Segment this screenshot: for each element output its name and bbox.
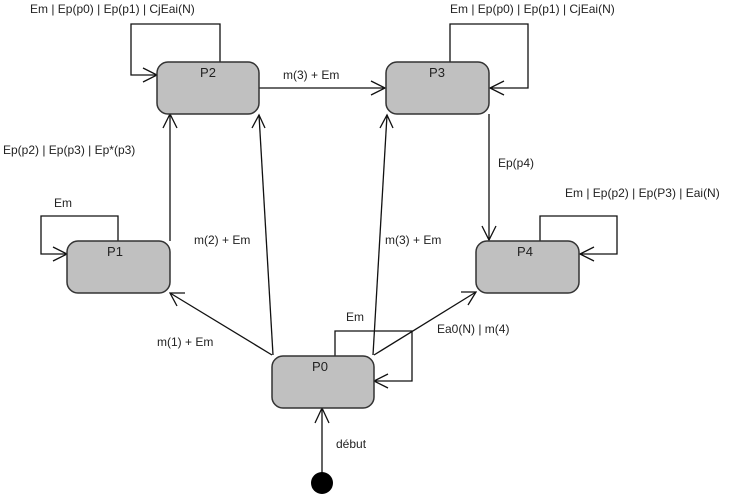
transition-p2-p3 (259, 80, 387, 96)
label-p3-p4: Ep(p4) (498, 156, 534, 170)
label-p1-self: Em (54, 196, 72, 210)
label-p3-self: Em | Ep(p0) | Ep(p1) | CjEai(N) (450, 2, 615, 16)
label-p4-self: Em | Ep(p2) | Ep(P3) | Eai(N) (565, 186, 720, 200)
state-label: P4 (517, 244, 533, 259)
transition-p0-p3 (372, 113, 394, 356)
label-start: début (336, 437, 367, 451)
transition-p0-p1 (168, 292, 273, 356)
state-label: P0 (312, 359, 328, 374)
self-loop-p3 (449, 23, 529, 96)
state-p0[interactable]: P0 (271, 355, 375, 409)
transition-p1-p2 (162, 112, 178, 241)
state-p1[interactable]: P1 (66, 240, 171, 294)
state-p4[interactable]: P4 (475, 240, 580, 294)
transition-p3-p4 (481, 114, 497, 242)
label-p0-p4: Ea0(N) | m(4) (437, 322, 509, 336)
state-p2[interactable]: P2 (156, 61, 260, 115)
initial-state-dot[interactable] (311, 472, 333, 494)
label-p2-self: Em | Ep(p0) | Ep(p1) | CjEai(N) (30, 2, 195, 16)
label-p0-p1: m(1) + Em (157, 335, 213, 349)
state-label: P2 (200, 65, 216, 80)
label-p0-self: Em (346, 310, 364, 324)
label-p0-p3: m(3) + Em (385, 233, 441, 247)
start-transition (314, 406, 330, 473)
transition-p0-p2 (251, 113, 274, 356)
state-p3[interactable]: P3 (385, 61, 490, 115)
state-label: P3 (429, 65, 445, 80)
self-loop-p4 (539, 215, 618, 262)
label-p0-p2: m(2) + Em (194, 233, 250, 247)
label-p1-p2: Ep(p2) | Ep(p3) | Ep*(p3) (3, 143, 135, 157)
transition-p0-p4 (373, 291, 478, 356)
label-p2-p3: m(3) + Em (283, 68, 339, 82)
state-label: P1 (107, 244, 123, 259)
